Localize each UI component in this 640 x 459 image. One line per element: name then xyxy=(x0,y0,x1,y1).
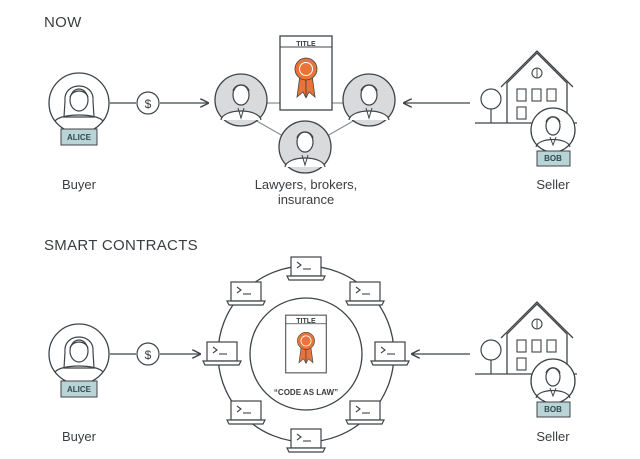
buyer-label-2: Buyer xyxy=(62,429,97,444)
laptop-icon-6 xyxy=(226,400,266,425)
seller-node: BOB Seller xyxy=(474,50,578,192)
dollar-coin-icon-2 xyxy=(136,342,160,366)
woman-avatar-icon-2 xyxy=(48,323,110,385)
bob-avatar-icon xyxy=(530,107,576,153)
laptop-icon-7 xyxy=(202,341,242,366)
section-now-title: NOW xyxy=(44,14,82,31)
code-as-law-label: “CODE AS LAW” xyxy=(274,388,338,397)
alice-badge-label: ALICE xyxy=(67,133,92,142)
middlemen-group: TITLE Lawyers, brokers, insurance xyxy=(214,35,396,207)
bob-badge-2 xyxy=(536,401,571,418)
blockchain-network: TITLE “CODE AS LAW” xyxy=(202,256,410,453)
dollar-sign-2: $ xyxy=(145,348,152,362)
bob-badge xyxy=(536,150,571,167)
laptop-icon-2 xyxy=(345,281,385,306)
middlemen-label-line2: insurance xyxy=(278,192,334,207)
alice-badge-label-2: ALICE xyxy=(67,385,92,394)
seller-label-2: Seller xyxy=(536,429,570,444)
title-doc-label: TITLE xyxy=(296,41,316,48)
laptop-icon-5 xyxy=(286,428,326,453)
dollar-sign: $ xyxy=(145,97,152,111)
buyer-node-2: ALICE Buyer xyxy=(48,323,110,444)
bob-avatar-icon-2 xyxy=(530,358,576,404)
alice-badge xyxy=(60,128,98,146)
section-smart-title: SMART CONTRACTS xyxy=(44,237,198,254)
insurance-avatar-icon xyxy=(278,120,332,174)
bob-badge-label: BOB xyxy=(544,154,562,163)
title-doc-label-2: TITLE xyxy=(296,318,316,325)
alice-badge-2 xyxy=(60,380,98,398)
laptop-icon-4 xyxy=(345,400,385,425)
middlemen-label-line1: Lawyers, brokers, xyxy=(255,177,358,192)
buyer-label: Buyer xyxy=(62,177,97,192)
laptop-icon-8 xyxy=(226,281,266,306)
buyer-node: ALICE Buyer xyxy=(48,72,110,192)
broker-avatar-icon xyxy=(342,73,396,127)
seller-label: Seller xyxy=(536,177,570,192)
woman-avatar-icon xyxy=(48,72,110,134)
bob-badge-label-2: BOB xyxy=(544,405,562,414)
dollar-coin-icon xyxy=(136,91,160,115)
laptop-icon-1 xyxy=(286,256,326,281)
lawyer-avatar-icon xyxy=(214,73,268,127)
seller-node-2: BOB Seller xyxy=(474,301,578,444)
laptop-icon-3 xyxy=(370,341,410,366)
